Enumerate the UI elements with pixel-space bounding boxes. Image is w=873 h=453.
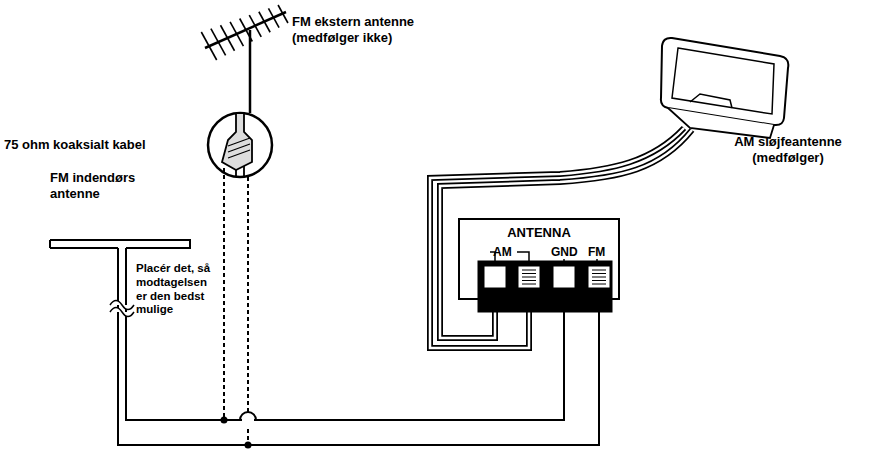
wire-junctions xyxy=(221,410,257,449)
callout-label: AM sløjfeantenne (medfølger) xyxy=(718,134,858,165)
terminal-panel: ANTENNA xyxy=(458,218,620,300)
am-loop-cable xyxy=(430,128,692,348)
am-loop-antenna xyxy=(661,38,788,138)
coax-cable xyxy=(224,168,248,445)
terminal-name: GND xyxy=(551,245,578,259)
coax-detail xyxy=(208,113,272,177)
callout-label: FM indendørs antenne xyxy=(50,170,160,201)
callout-label: FM ekstern antenne (medfølger ikke) xyxy=(292,14,442,45)
antenna-terminal-panel xyxy=(458,218,620,312)
panel-heading: ANTENNA xyxy=(507,225,571,240)
callout-label: 75 ohm koaksialt kabel xyxy=(4,137,204,153)
note-text: Placér det, så modtagelsen er den bedst … xyxy=(136,262,220,317)
terminal-name: FM xyxy=(588,245,605,259)
fm-external-antenna xyxy=(201,5,288,113)
terminal-name: AM xyxy=(493,245,512,259)
